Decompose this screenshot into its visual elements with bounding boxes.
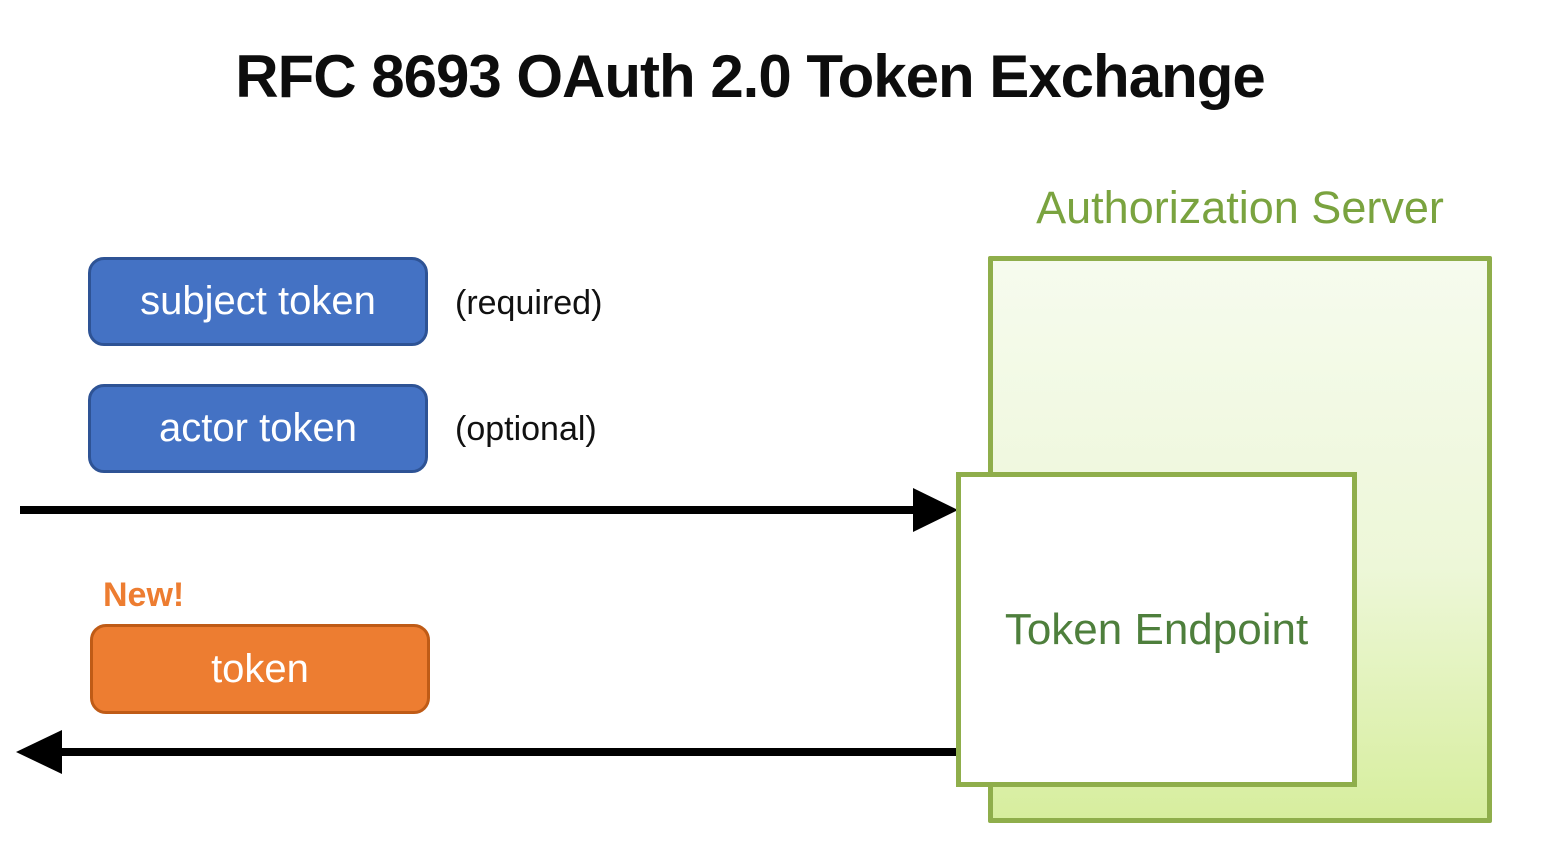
actor-token-qualifier: (optional) bbox=[455, 410, 597, 448]
authorization-server-label: Authorization Server bbox=[1036, 182, 1444, 233]
diagram-title: RFC 8693 OAuth 2.0 Token Exchange bbox=[235, 43, 1266, 110]
subject-token-qualifier: (required) bbox=[455, 284, 603, 322]
token-endpoint-label: Token Endpoint bbox=[1004, 604, 1309, 654]
request-arrow bbox=[20, 488, 958, 532]
subject-token-pill: subject token bbox=[88, 257, 428, 346]
response-token-pill: token bbox=[90, 624, 430, 714]
new-badge: New! bbox=[103, 576, 185, 614]
response-arrow bbox=[16, 730, 956, 774]
actor-token-pill: actor token bbox=[88, 384, 428, 473]
token-endpoint-box: Token Endpoint bbox=[956, 472, 1357, 787]
